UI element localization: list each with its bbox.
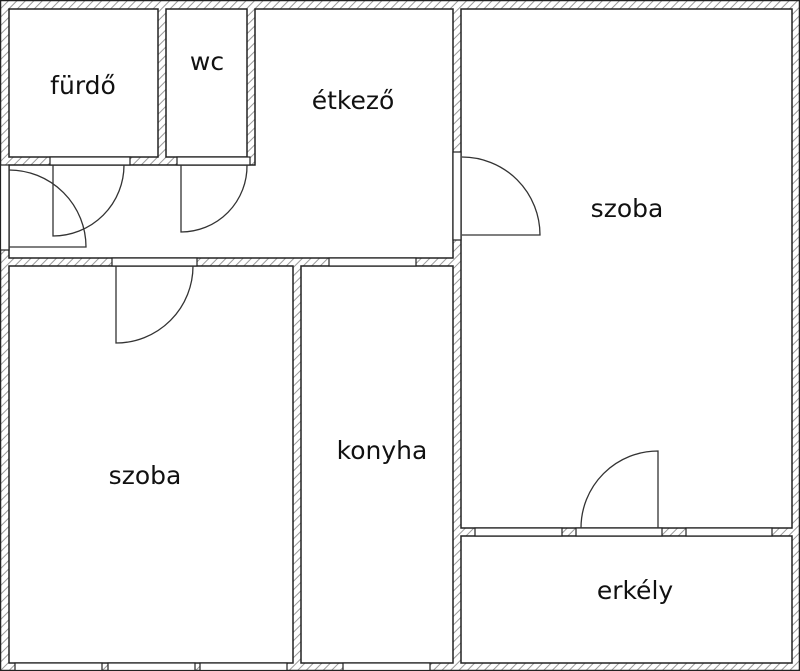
window-left-1 [14,662,103,671]
window-left-3 [199,662,288,671]
kitchen-passage-opening [328,257,417,267]
label-toilet: wc [190,47,224,76]
label-balcony: erkély [597,576,674,605]
room-right [460,8,793,529]
label-room-right: szoba [591,194,664,223]
label-room-left: szoba [109,461,182,490]
entrance-door-opening [0,164,10,251]
toilet-door-swing [180,164,248,233]
room-dining-hall [8,8,454,259]
window-kitchen [342,662,431,671]
room-left [8,265,294,664]
room-balcony [460,535,793,664]
balcony-window-left [474,527,563,537]
label-bathroom: fürdő [50,71,116,100]
window-left-2 [107,662,196,671]
room-kitchen [300,265,454,664]
bathroom-door-swing [52,164,125,237]
left-room-door-swing [115,265,194,344]
dining-door-swing [461,156,541,236]
dining-door-opening [452,151,462,241]
room-toilet [165,8,248,158]
toilet-door-opening [176,156,251,166]
balcony-window-right [685,527,773,537]
left-room-door-opening [111,257,198,267]
label-kitchen: konyha [337,436,428,465]
entrance-door-swing [8,169,87,248]
balcony-door-swing [580,450,659,529]
label-dining: étkező [312,86,395,115]
room-bathroom [8,8,159,158]
bathroom-door-opening [49,156,131,166]
balcony-door-opening [575,527,663,537]
